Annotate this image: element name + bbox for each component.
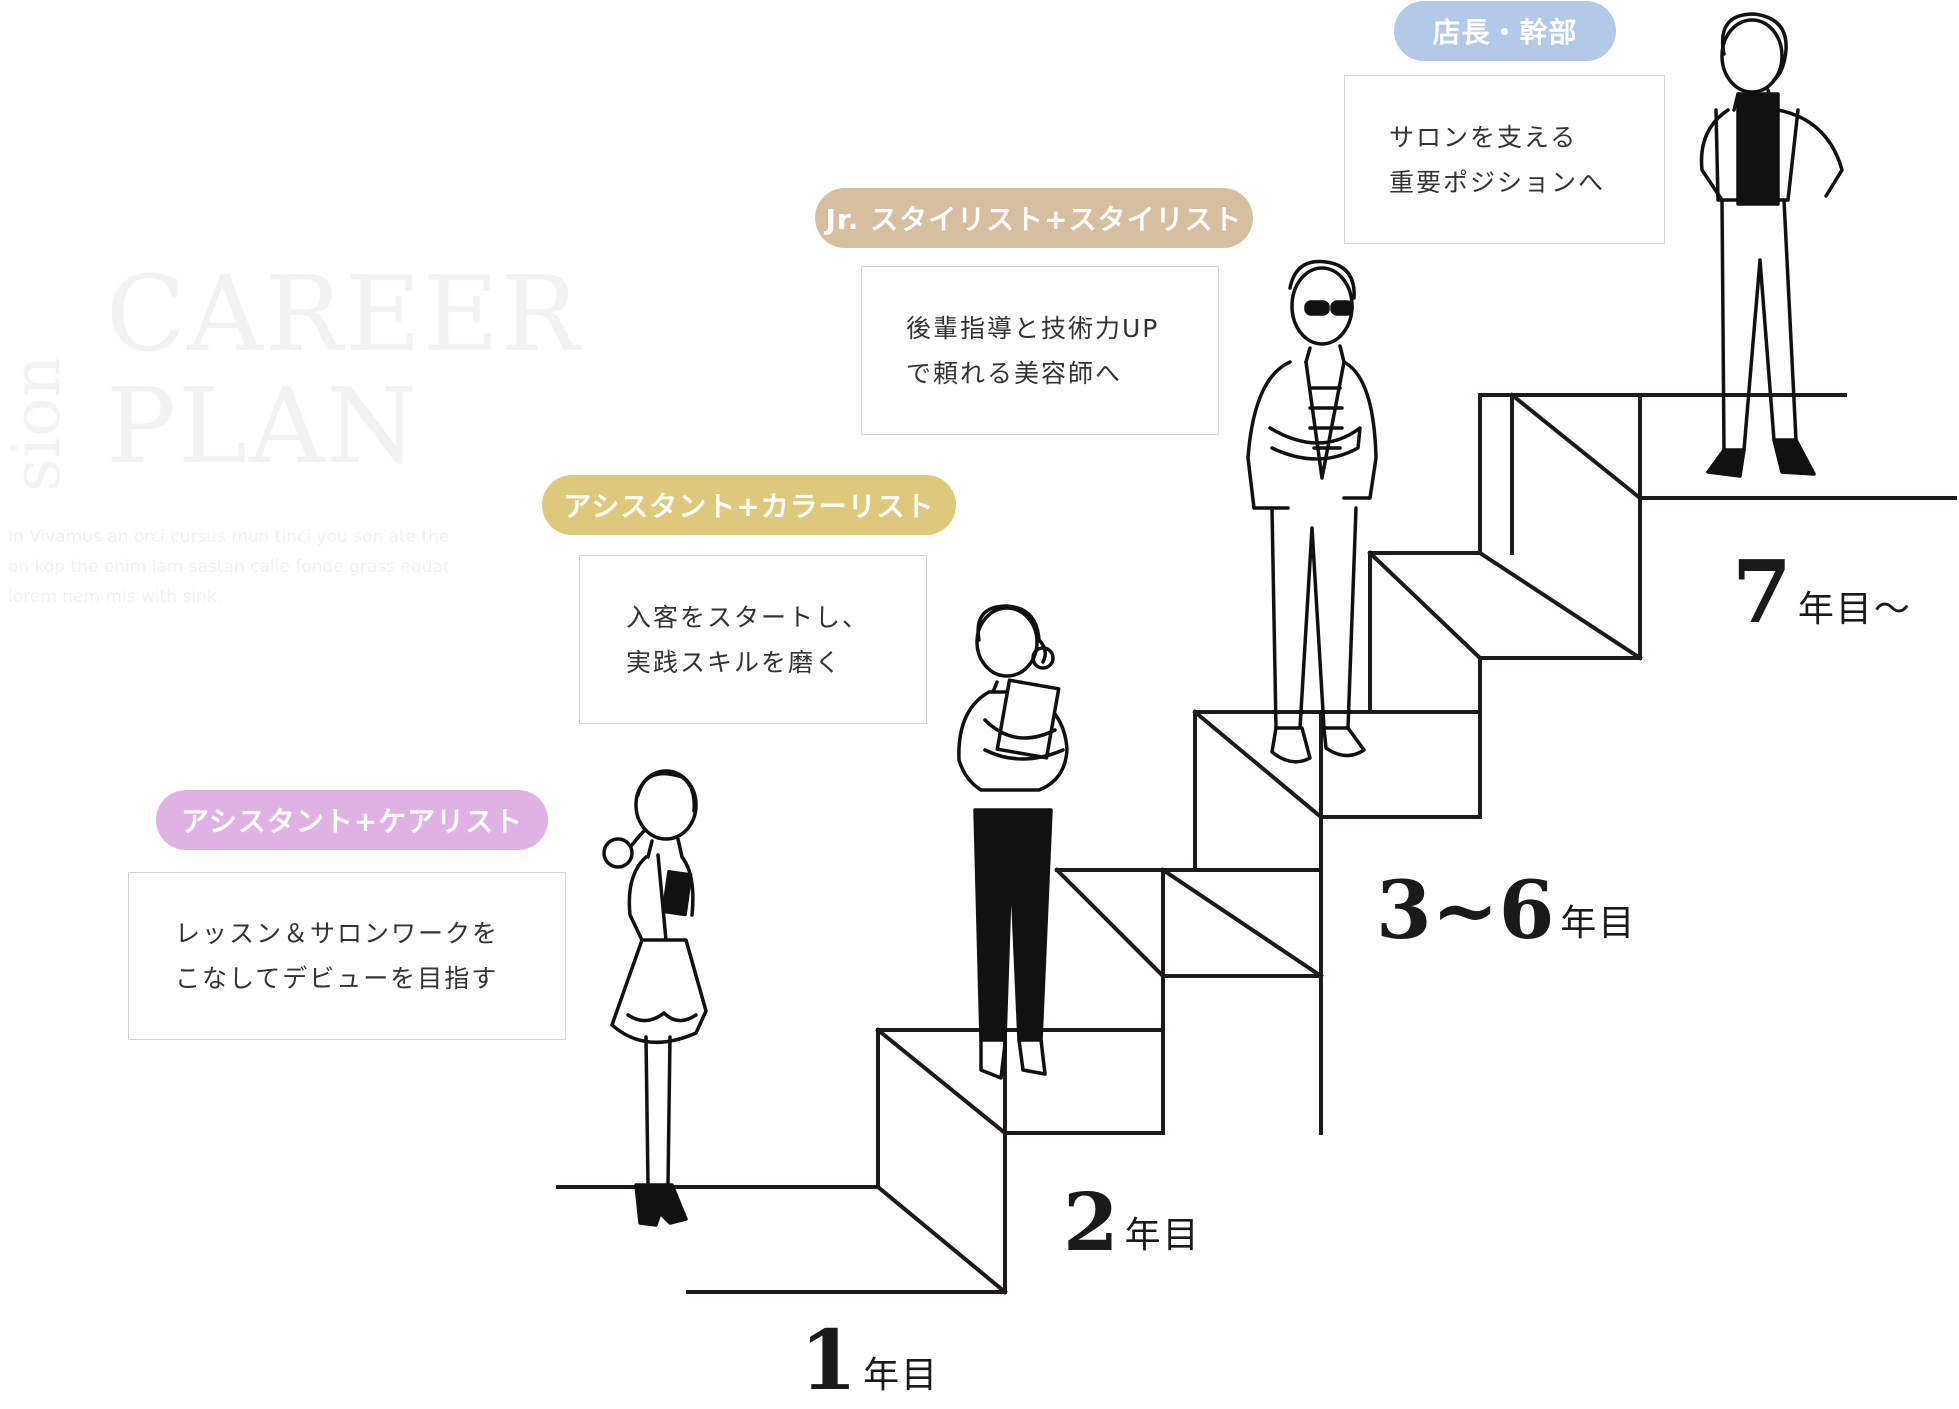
description-line: 実践スキルを磨く	[626, 647, 843, 677]
year-number: 2	[1063, 1175, 1119, 1269]
description-line: 後輩指導と技術力UP	[906, 313, 1160, 343]
description-line: で頼れる美容師へ	[906, 358, 1123, 388]
description-line: 重要ポジションへ	[1389, 167, 1606, 197]
manager-figure-icon	[1699, 12, 1844, 478]
description-line: こなしてデビューを目指す	[175, 964, 499, 993]
role-badge-manager: 店長・幹部	[1394, 1, 1616, 61]
role-badge-color-assistant: アシスタント+カラーリスト	[542, 475, 956, 535]
watermark-description: In Vivamus an orci cursus mun tinci you …	[8, 527, 450, 607]
year-number: 7	[1732, 542, 1792, 643]
description-line: 入客をスタートし、	[626, 602, 870, 632]
colorist-figure-icon	[957, 604, 1069, 1080]
description-box-manager: サロンを支える 重要ポジションへ	[1344, 75, 1665, 244]
description-box-color-assistant: 入客をスタートし、 実践スキルを磨く	[579, 555, 927, 724]
year-unit: 年目	[1124, 1215, 1201, 1256]
description-box-care-assistant: レッスン＆サロンワークを こなしてデビューを目指す	[128, 872, 566, 1040]
year-unit: 年目	[863, 1355, 940, 1396]
role-badge-stylist: Jr. スタイリスト+スタイリスト	[815, 188, 1253, 248]
description-line: レッスン＆サロンワークを	[175, 919, 500, 948]
description-box-stylist: 後輩指導と技術力UP で頼れる美容師へ	[861, 266, 1219, 435]
year-label-3-6: 3~6 年目	[1376, 870, 1636, 950]
year-label-1: 1 年目	[800, 1320, 939, 1402]
year-label-2: 2 年目	[1063, 1182, 1201, 1262]
year-number: 1	[800, 1313, 858, 1409]
description-line: サロンを支える	[1389, 122, 1578, 152]
year-label-7: 7 年目～	[1732, 550, 1912, 636]
watermark-title: CAREER PLAN	[106, 253, 582, 487]
role-badge-care-assistant: アシスタント+ケアリスト	[156, 790, 548, 850]
assistant-figure-icon	[602, 769, 708, 1227]
year-unit: 年目～	[1797, 589, 1912, 630]
year-unit: 年目	[1560, 903, 1637, 944]
stylist-figure-icon	[1246, 259, 1378, 764]
year-number: 3~6	[1376, 863, 1555, 957]
